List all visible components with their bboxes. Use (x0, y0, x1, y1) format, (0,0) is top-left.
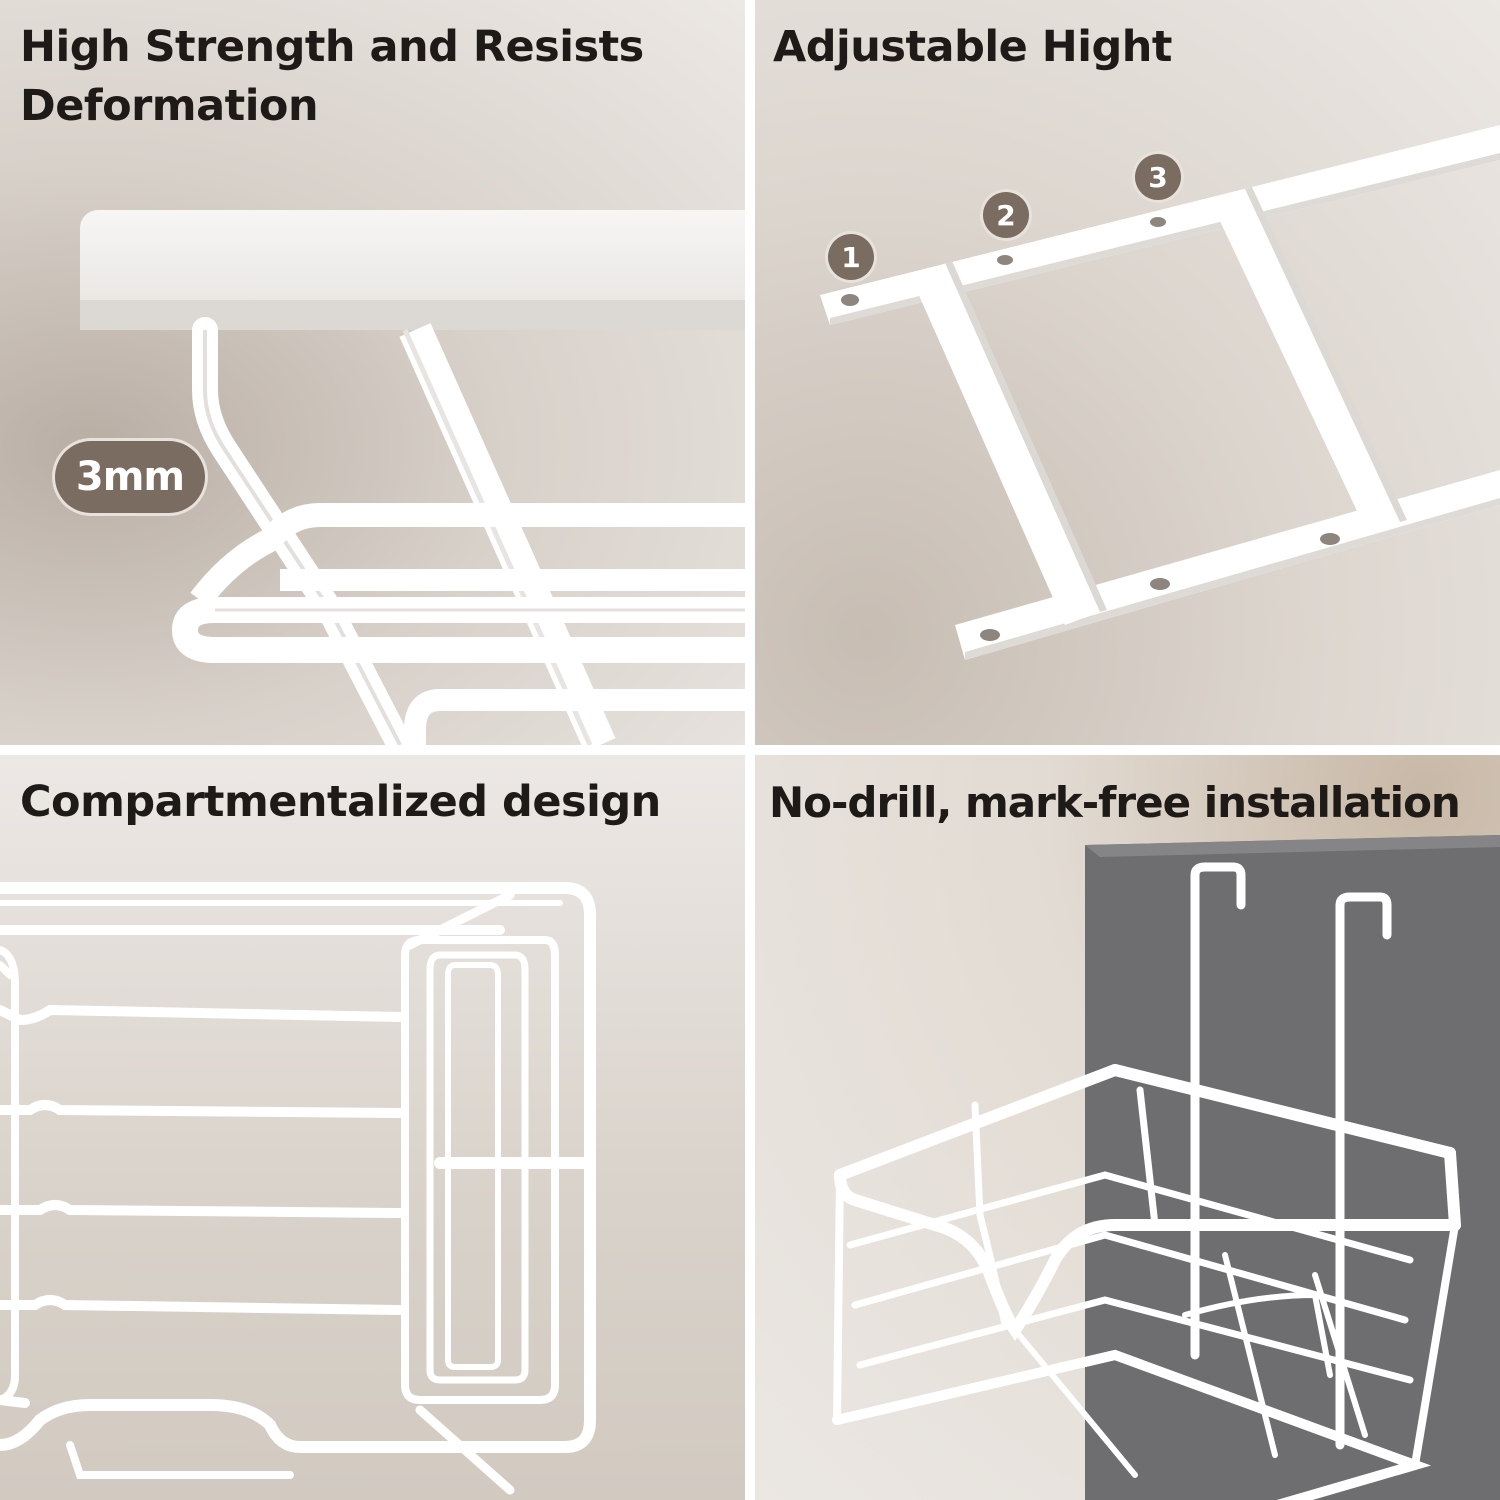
adjustable-title: Adjustable Hight (773, 22, 1172, 72)
panel-installation: No-drill, mark-free installation (755, 755, 1500, 1500)
position-marker-3: 3 (1135, 154, 1181, 200)
panel-strength: High Strength and Resists Deformation 3m… (0, 0, 745, 745)
position-marker-1: 1 (828, 234, 874, 280)
door-mount-illustration (832, 835, 1500, 1500)
installation-title: No-drill, mark-free installation (769, 778, 1461, 827)
bracket-illustration (820, 125, 1500, 660)
compartments-title: Compartmentalized design (20, 777, 661, 827)
strength-title: High Strength and Resists Deformation (20, 22, 644, 131)
panel-adjustable: Adjustable Hight 1 2 3 (755, 0, 1500, 745)
horizontal-divider (0, 745, 1500, 755)
position-marker-2: 2 (983, 192, 1029, 238)
tube-closeup-illustration (80, 210, 745, 745)
panel-compartments: Compartmentalized design (0, 755, 745, 1500)
thickness-badge: 3mm (55, 441, 205, 513)
basket-topdown-illustration (0, 882, 596, 1495)
